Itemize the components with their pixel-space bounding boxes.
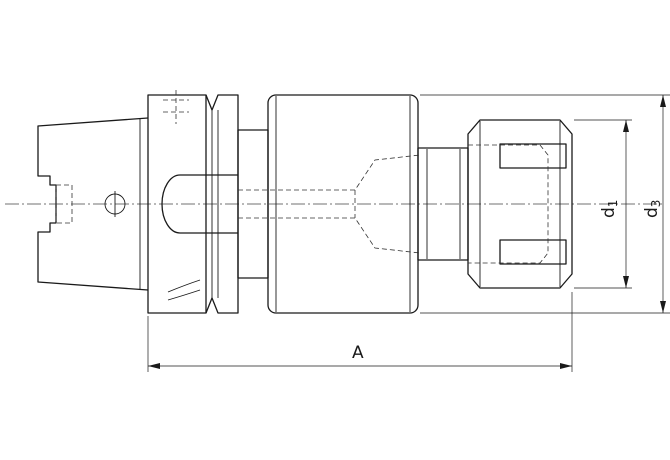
flange: [147, 90, 239, 314]
dimension-d3: [420, 94, 670, 314]
clamping-nut: [467, 119, 573, 289]
dimension-a: [147, 292, 573, 372]
dimension-d1: [574, 119, 632, 289]
taper-shank: [37, 117, 149, 291]
dimension-a-label: A: [352, 343, 364, 363]
dimension-d3-label: d3: [642, 200, 663, 218]
dimension-d1-label: d1: [599, 200, 620, 218]
